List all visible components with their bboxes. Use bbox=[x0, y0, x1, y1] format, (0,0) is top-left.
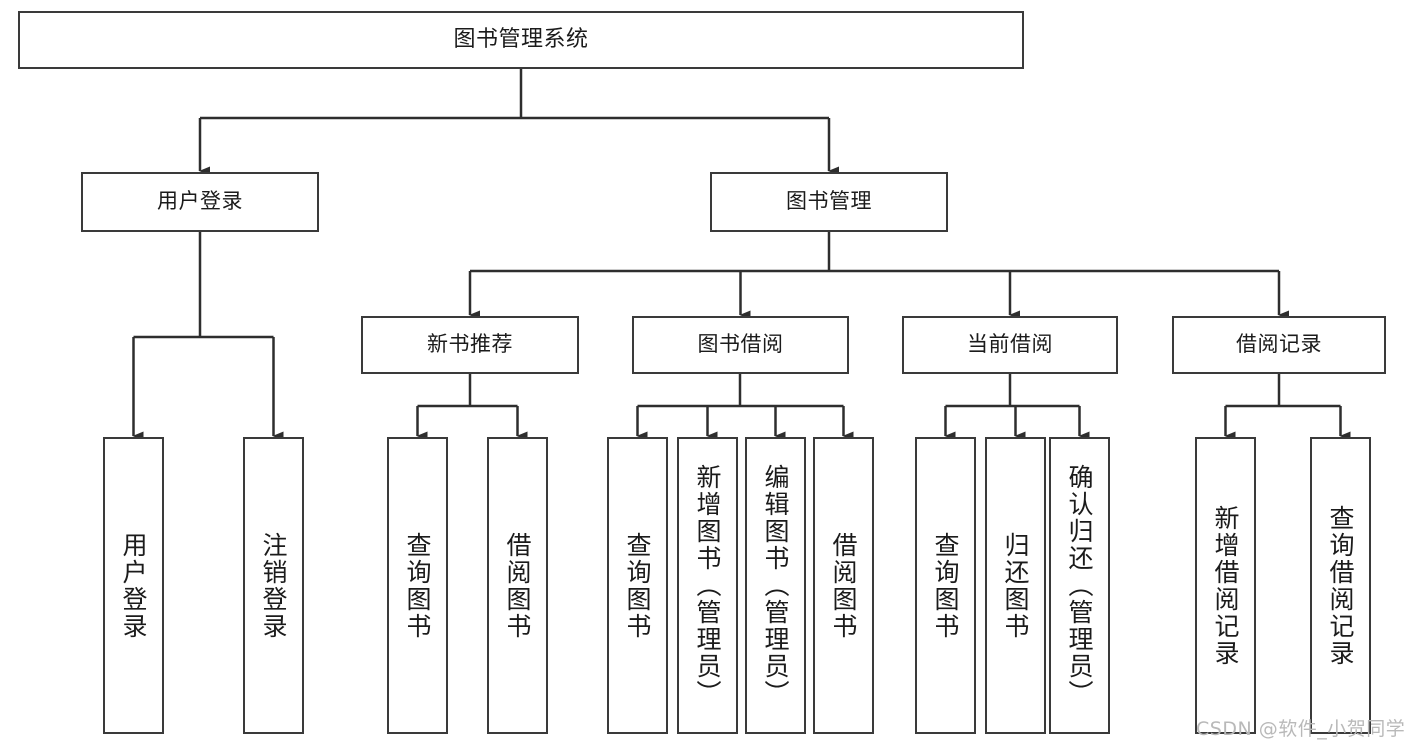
node-borrow-record[interactable]: 借阅记录 bbox=[1172, 316, 1386, 374]
node-leaf-borrow-book-1[interactable]: 借阅图书 bbox=[487, 437, 548, 734]
node-label-leaf-confirm-return: 确认归还（管理员） bbox=[1065, 464, 1094, 707]
node-leaf-edit-book[interactable]: 编辑图书（管理员） bbox=[745, 437, 806, 734]
node-label-leaf-borrow-book-1: 借阅图书 bbox=[503, 531, 532, 640]
csdn-watermark: CSDN @软件_小贺同学 bbox=[1196, 718, 1405, 740]
node-leaf-confirm-return[interactable]: 确认归还（管理员） bbox=[1049, 437, 1110, 734]
node-leaf-add-record[interactable]: 新增借阅记录 bbox=[1195, 437, 1256, 734]
node-label-leaf-borrow-book-2: 借阅图书 bbox=[829, 531, 858, 640]
node-root[interactable]: 图书管理系统 bbox=[18, 11, 1024, 69]
node-label-new-book-recommend: 新书推荐 bbox=[427, 332, 513, 357]
node-book-borrow[interactable]: 图书借阅 bbox=[632, 316, 849, 374]
node-label-leaf-edit-book: 编辑图书（管理员） bbox=[761, 464, 790, 707]
node-leaf-borrow-book-2[interactable]: 借阅图书 bbox=[813, 437, 874, 734]
node-label-book-borrow: 图书借阅 bbox=[697, 332, 784, 357]
node-label-leaf-add-book: 新增图书（管理员） bbox=[693, 464, 722, 707]
node-leaf-user-login[interactable]: 用户登录 bbox=[103, 437, 164, 734]
node-label-leaf-logout: 注销登录 bbox=[259, 531, 288, 640]
node-leaf-query-book-2[interactable]: 查询图书 bbox=[607, 437, 668, 734]
node-leaf-query-book-3[interactable]: 查询图书 bbox=[915, 437, 976, 734]
node-label-leaf-query-book-3: 查询图书 bbox=[931, 531, 960, 640]
node-label-user-login: 用户登录 bbox=[157, 189, 243, 214]
node-label-leaf-query-book-2: 查询图书 bbox=[623, 531, 652, 640]
node-label-current-borrow: 当前借阅 bbox=[967, 332, 1053, 357]
node-leaf-return-book[interactable]: 归还图书 bbox=[985, 437, 1046, 734]
node-label-leaf-query-record: 查询借阅记录 bbox=[1326, 504, 1355, 667]
edges-group bbox=[132, 69, 1351, 441]
node-book-manage[interactable]: 图书管理 bbox=[710, 172, 948, 232]
node-user-login[interactable]: 用户登录 bbox=[81, 172, 319, 232]
node-label-root: 图书管理系统 bbox=[453, 26, 589, 52]
node-label-leaf-add-record: 新增借阅记录 bbox=[1211, 504, 1240, 667]
node-label-leaf-return-book: 归还图书 bbox=[1001, 531, 1030, 640]
node-label-book-manage: 图书管理 bbox=[786, 189, 872, 214]
node-leaf-logout[interactable]: 注销登录 bbox=[243, 437, 304, 734]
node-label-leaf-user-login: 用户登录 bbox=[119, 531, 148, 640]
node-label-leaf-query-book-1: 查询图书 bbox=[403, 531, 432, 640]
node-new-book-recommend[interactable]: 新书推荐 bbox=[361, 316, 579, 374]
node-current-borrow[interactable]: 当前借阅 bbox=[902, 316, 1118, 374]
node-leaf-query-record[interactable]: 查询借阅记录 bbox=[1310, 437, 1371, 734]
node-leaf-add-book[interactable]: 新增图书（管理员） bbox=[677, 437, 738, 734]
node-label-borrow-record: 借阅记录 bbox=[1236, 332, 1322, 357]
node-leaf-query-book-1[interactable]: 查询图书 bbox=[387, 437, 448, 734]
